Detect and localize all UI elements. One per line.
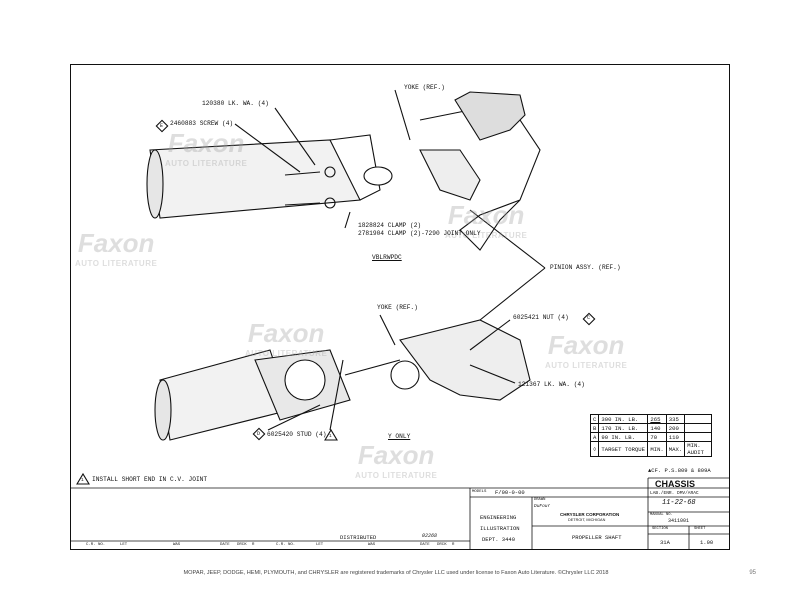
distributed-label: DISTRIBUTED: [340, 534, 377, 541]
part-title: PROPELLER SHAFT: [572, 534, 622, 541]
rev-col-header: R: [252, 543, 255, 547]
table-row: C 300 IN. LB. 265 335: [589, 414, 713, 424]
rev-col-header: C.R. NO.: [86, 543, 106, 547]
section-label: SECTION: [652, 527, 668, 531]
lab-code: LAB./ENR. DMV/ARAC: [650, 491, 699, 496]
part-label-lk-washer-bottom: 121367 LK. WA. (4): [518, 381, 585, 388]
rev-col-header: WAS: [368, 543, 376, 547]
rev-col-header: LET: [120, 543, 128, 547]
page-number: 95: [749, 570, 756, 576]
rev-col-header: DRCK: [237, 543, 247, 547]
torque-spec-table: C 300 IN. LB. 265 335 B 170 IN. LB. 140 …: [589, 414, 713, 457]
drawn-label: DRAWN: [534, 498, 546, 502]
marker-install: 1: [81, 478, 84, 483]
section-value: 31A: [660, 539, 670, 546]
rev-col-header: LET: [316, 543, 324, 547]
manual-no-label: MANUAL NO.: [650, 513, 673, 517]
marker-stud: D: [257, 431, 261, 437]
install-note: INSTALL SHORT END IN C.V. JOINT: [92, 476, 208, 483]
marker-screw: E: [160, 123, 164, 129]
distributed-code: 02268: [422, 533, 438, 539]
department-label: DEPT. 3440: [482, 536, 516, 543]
table-header-row: ◊ TARGET TORQUE MIN. MAX. MIN. AUDIT: [589, 441, 713, 457]
sheet-value: 1.00: [700, 539, 714, 546]
rev-col-header: WAS: [173, 543, 181, 547]
rev-col-header: DATE: [220, 543, 230, 547]
corporation-name: CHRYSLER CORPORATION: [560, 512, 620, 517]
part-label-screw: 2460883 SCREW (4): [170, 120, 234, 127]
rev-col-header: C.R. NO.: [276, 543, 296, 547]
drawn-value: DuFour: [534, 504, 551, 509]
trademark-footer: MOPAR, JEEP, DODGE, HEMI, PLYMOUTH, and …: [183, 570, 609, 576]
engineering-label: ENGINEERING: [480, 514, 517, 521]
drawing-sheet: [70, 64, 730, 550]
y-only-note: Y ONLY: [388, 433, 411, 440]
marker-yonly: 1: [329, 434, 332, 439]
corporation-city: DETROIT, MICHIGAN: [568, 518, 606, 522]
part-label-yoke-top: YOKE (REF.): [404, 84, 445, 91]
part-label-stud: 6025420 STUD (4): [267, 431, 327, 438]
part-label-clamp-1: 1828824 CLAMP (2): [358, 222, 422, 229]
rev-col-header: DRCK: [437, 543, 447, 547]
drawing-date: 11-22-68: [662, 499, 696, 507]
chassis-title: CHASSIS: [655, 479, 696, 489]
part-label-lk-washer-top: 120380 LK. WA. (4): [202, 100, 269, 107]
table-row: B 170 IN. LB. 140 200: [589, 423, 713, 433]
illustration-label: ILLUSTRATION: [480, 525, 520, 532]
models-value: F/00-0-00: [495, 489, 525, 496]
view-code: VBLRWPDC: [372, 254, 402, 261]
sheet-label: SHEET: [694, 527, 706, 531]
table-row: A 90 IN. LB. 70 110: [589, 432, 713, 442]
part-label-nut: 6025421 NUT (4): [513, 314, 569, 321]
rev-col-header: DATE: [420, 543, 430, 547]
part-label-yoke-bottom: YOKE (REF.): [377, 304, 418, 311]
marker-nut: C: [587, 315, 591, 321]
reference-note: ▲CF. P.S.809 & 809A: [648, 467, 711, 474]
manual-no: 3411001: [668, 518, 690, 524]
rev-col-header: R: [452, 543, 455, 547]
part-label-pinion: PINION ASSY. (REF.): [550, 264, 621, 271]
part-label-clamp-2: 2781904 CLAMP (2)-7290 JOINT ONLY: [358, 230, 481, 237]
models-label: MODELS: [472, 490, 487, 494]
